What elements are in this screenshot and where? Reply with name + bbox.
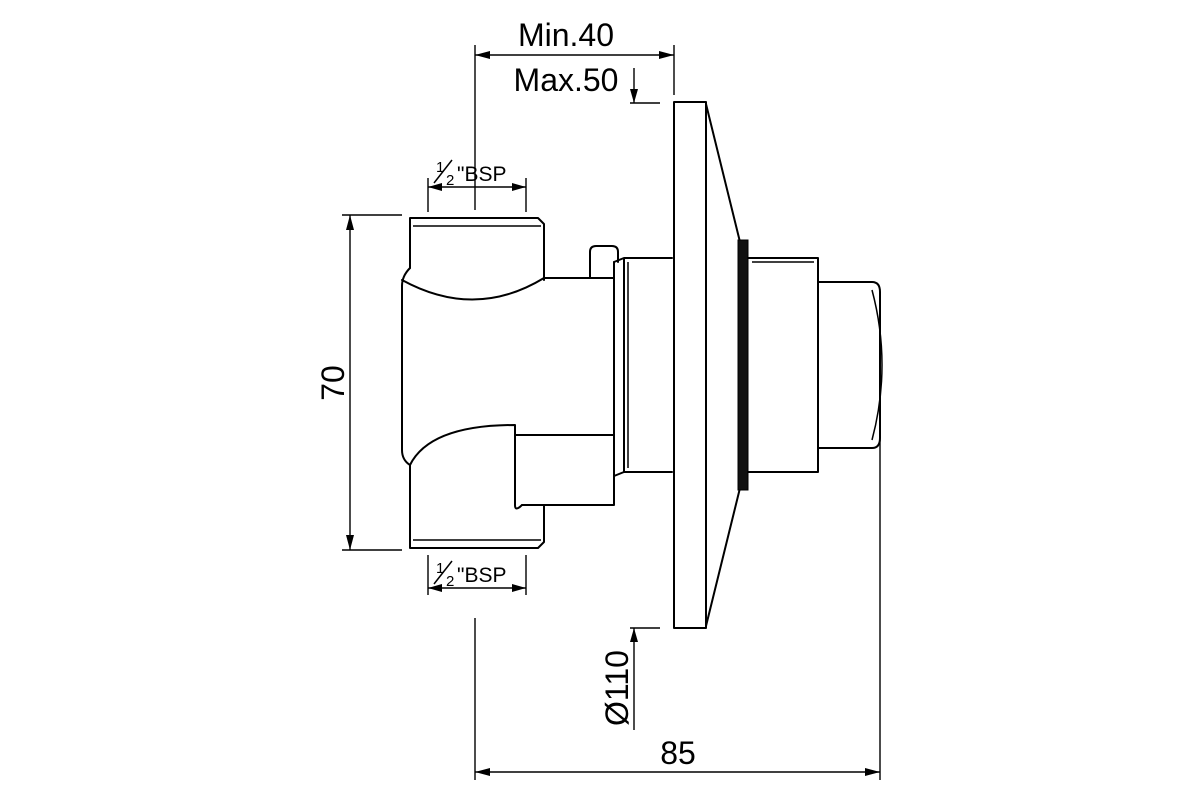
label-top-bsp: 1 2 "BSP bbox=[433, 159, 506, 189]
top-thread-outline bbox=[409, 217, 545, 281]
label-max-50: Max.50 bbox=[514, 62, 619, 98]
label-diameter-110: Ø110 bbox=[599, 650, 635, 726]
button-cap bbox=[817, 281, 881, 449]
outlet-stub bbox=[514, 434, 615, 506]
dimension-depth-85 bbox=[474, 438, 881, 780]
top-saddle-curve bbox=[401, 267, 545, 301]
dimension-min-40 bbox=[474, 45, 675, 210]
bottom-bsp-denominator: 2 bbox=[446, 573, 454, 590]
bottom-bsp-suffix: "BSP bbox=[457, 564, 506, 587]
valve-body bbox=[401, 217, 673, 549]
top-bsp-numerator: 1 bbox=[436, 159, 444, 176]
label-depth-85: 85 bbox=[660, 735, 696, 771]
button-cap-curve bbox=[871, 289, 883, 441]
sealing-ring bbox=[737, 239, 749, 491]
bottom-thread-outline bbox=[409, 464, 545, 549]
bottom-bsp-numerator: 1 bbox=[436, 560, 444, 577]
dimension-diameter-110 bbox=[630, 627, 660, 730]
button-collar bbox=[747, 257, 819, 473]
coupling-nut bbox=[613, 257, 673, 477]
label-min-40: Min.40 bbox=[518, 17, 614, 53]
push-button bbox=[747, 257, 883, 473]
dimension-max-50 bbox=[630, 68, 660, 104]
bottom-saddle-curve bbox=[409, 424, 545, 510]
dimension-bottom-bsp bbox=[427, 555, 527, 595]
wall-plate bbox=[673, 101, 749, 629]
label-height-70: 70 bbox=[315, 365, 351, 401]
top-bsp-denominator: 2 bbox=[446, 172, 454, 189]
plate-outline bbox=[673, 101, 707, 629]
plate-bevel bbox=[705, 103, 741, 627]
top-nub bbox=[589, 245, 619, 279]
dimension-top-bsp bbox=[427, 178, 527, 212]
label-bottom-bsp: 1 2 "BSP bbox=[433, 560, 506, 590]
body-outline bbox=[401, 261, 615, 491]
top-bsp-suffix: "BSP bbox=[457, 163, 506, 186]
dimension-height-70 bbox=[342, 214, 402, 551]
